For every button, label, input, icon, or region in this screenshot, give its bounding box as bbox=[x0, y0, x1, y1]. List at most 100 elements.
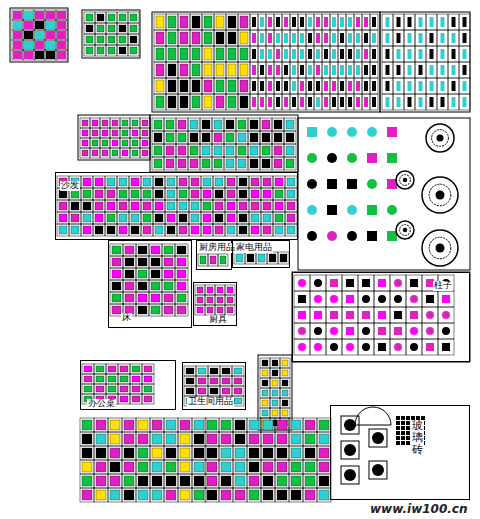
block-icon bbox=[234, 252, 245, 264]
block-icon bbox=[249, 200, 261, 212]
block-icon bbox=[166, 62, 178, 78]
block-icon bbox=[131, 178, 139, 186]
block-icon bbox=[390, 275, 406, 291]
block-icon bbox=[277, 476, 287, 486]
block-icon bbox=[358, 275, 374, 291]
block-icon bbox=[225, 305, 235, 315]
block-icon bbox=[306, 78, 314, 94]
block-icon bbox=[240, 48, 248, 60]
block-icon bbox=[190, 159, 198, 168]
block-icon bbox=[81, 200, 93, 212]
block-icon bbox=[150, 418, 164, 432]
block-icon bbox=[136, 418, 150, 432]
block-icon bbox=[93, 200, 105, 212]
block-icon bbox=[372, 97, 376, 107]
block-icon bbox=[131, 214, 139, 222]
block-icon bbox=[106, 12, 117, 23]
block-icon bbox=[397, 33, 401, 43]
block-icon bbox=[192, 488, 206, 502]
block-icon bbox=[125, 270, 134, 278]
block-icon bbox=[284, 157, 296, 170]
block-icon bbox=[305, 448, 315, 458]
block-icon bbox=[415, 46, 426, 62]
block-icon bbox=[213, 176, 225, 188]
block-icon bbox=[430, 17, 434, 27]
block-icon bbox=[419, 65, 423, 75]
block-icon bbox=[292, 65, 296, 75]
block-icon bbox=[131, 202, 139, 210]
block-icon bbox=[266, 46, 274, 62]
block-icon bbox=[463, 97, 467, 107]
block-icon bbox=[192, 16, 200, 28]
block-icon bbox=[194, 448, 204, 458]
block-icon bbox=[191, 202, 199, 210]
block-icon bbox=[192, 80, 200, 92]
block-icon bbox=[154, 94, 166, 110]
block-icon bbox=[120, 118, 130, 128]
block-icon bbox=[12, 20, 23, 30]
block-icon bbox=[406, 275, 422, 291]
block-icon bbox=[236, 131, 248, 144]
block-icon bbox=[342, 339, 358, 355]
block-icon bbox=[316, 17, 320, 27]
block-icon bbox=[108, 36, 115, 43]
block-icon bbox=[342, 307, 358, 323]
block-icon bbox=[122, 120, 128, 126]
block-icon bbox=[362, 343, 370, 351]
block-icon bbox=[284, 49, 288, 59]
block-icon bbox=[168, 96, 176, 108]
block-icon bbox=[252, 49, 256, 59]
block-icon bbox=[382, 46, 393, 62]
block-icon bbox=[201, 224, 213, 236]
block-icon bbox=[426, 311, 434, 319]
block-icon bbox=[90, 138, 100, 148]
block-icon bbox=[97, 47, 104, 54]
block-icon bbox=[290, 46, 298, 62]
block-icon bbox=[250, 14, 258, 30]
block-icon bbox=[149, 292, 162, 304]
block-icon bbox=[153, 188, 165, 200]
block-icon bbox=[396, 421, 400, 425]
block-icon bbox=[322, 94, 330, 110]
block-icon bbox=[282, 78, 290, 94]
block-icon bbox=[354, 78, 362, 94]
block-icon bbox=[286, 159, 294, 168]
block-icon bbox=[198, 388, 206, 394]
block-icon bbox=[356, 49, 360, 59]
block-icon bbox=[326, 307, 342, 323]
block-icon bbox=[215, 178, 223, 186]
block-icon bbox=[204, 80, 212, 92]
block-icon bbox=[152, 157, 164, 170]
block-icon bbox=[437, 62, 448, 78]
block-icon bbox=[280, 358, 290, 368]
block-icon bbox=[162, 268, 175, 280]
block-icon bbox=[136, 432, 150, 446]
block-icon bbox=[95, 178, 103, 186]
block-icon bbox=[82, 364, 94, 374]
block-icon bbox=[410, 295, 418, 303]
block-icon bbox=[266, 14, 274, 30]
block-group: 玻璃砖 bbox=[330, 405, 470, 500]
block-icon bbox=[238, 133, 246, 142]
block-icon bbox=[436, 244, 445, 253]
block-icon bbox=[213, 200, 225, 212]
block-icon bbox=[222, 368, 230, 374]
block-icon bbox=[248, 118, 260, 131]
block-icon bbox=[261, 188, 273, 200]
block-icon bbox=[362, 78, 370, 94]
block-icon bbox=[342, 275, 358, 291]
block-icon bbox=[205, 295, 215, 305]
block-icon bbox=[214, 94, 226, 110]
block-icon bbox=[82, 462, 92, 472]
block-icon bbox=[327, 179, 337, 189]
block-icon bbox=[45, 50, 56, 60]
block-icon bbox=[378, 295, 386, 303]
block-icon bbox=[110, 434, 120, 444]
block-icon bbox=[176, 157, 188, 170]
block-icon bbox=[282, 410, 288, 416]
block-icon bbox=[167, 214, 175, 222]
block-icon bbox=[117, 212, 129, 224]
block-icon bbox=[342, 291, 358, 307]
block-icon bbox=[408, 17, 412, 27]
